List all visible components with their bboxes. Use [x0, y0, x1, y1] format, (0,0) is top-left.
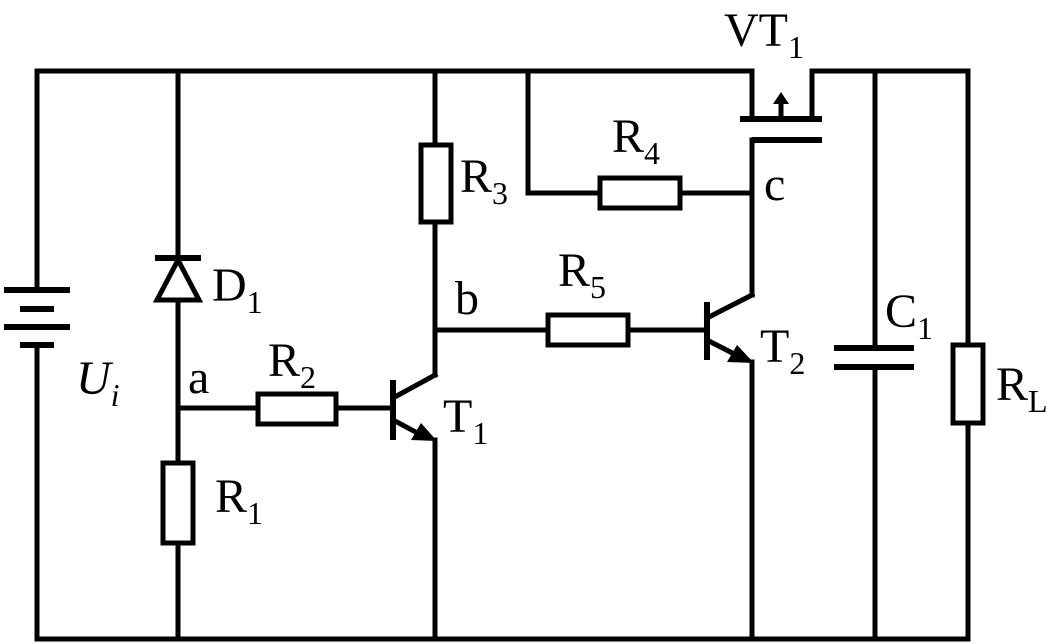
labels: Ui D1 a R2 R1 T1 R3 b R5 R4 c T2 VT1 C1 …: [76, 4, 1048, 531]
zener-diode-symbol: [152, 254, 204, 303]
r4-left-wire: [525, 68, 603, 196]
r3-label: R3: [460, 150, 508, 211]
t2-transistor: [703, 291, 756, 363]
battery-symbol: [4, 287, 70, 348]
vt1-label: VT1: [724, 4, 804, 65]
node-a-label: a: [188, 351, 209, 404]
node-c-label: c: [764, 158, 785, 211]
r5-resistor: [545, 312, 631, 348]
r1-resistor: [160, 460, 196, 546]
t1-label: T1: [443, 390, 488, 451]
r2-resistor: [255, 391, 339, 427]
c1-capacitor: [834, 345, 914, 370]
t1-transistor: [389, 371, 439, 441]
rl-label: RL: [996, 358, 1048, 419]
c1-label: C1: [885, 285, 933, 346]
zener-label: D1: [212, 259, 263, 320]
rl-resistor: [950, 342, 986, 426]
r3-resistor: [418, 142, 454, 225]
wires: [34, 68, 971, 642]
t2-label: T2: [760, 320, 805, 381]
r1-label: R1: [215, 470, 263, 531]
vt1-mosfet: [740, 68, 822, 143]
r4-resistor: [597, 175, 683, 211]
node-b-label: b: [455, 272, 479, 325]
r2-label: R2: [268, 334, 316, 395]
source-label: Ui: [76, 352, 120, 413]
r5-label: R5: [558, 244, 606, 305]
r4-label: R4: [612, 110, 660, 171]
